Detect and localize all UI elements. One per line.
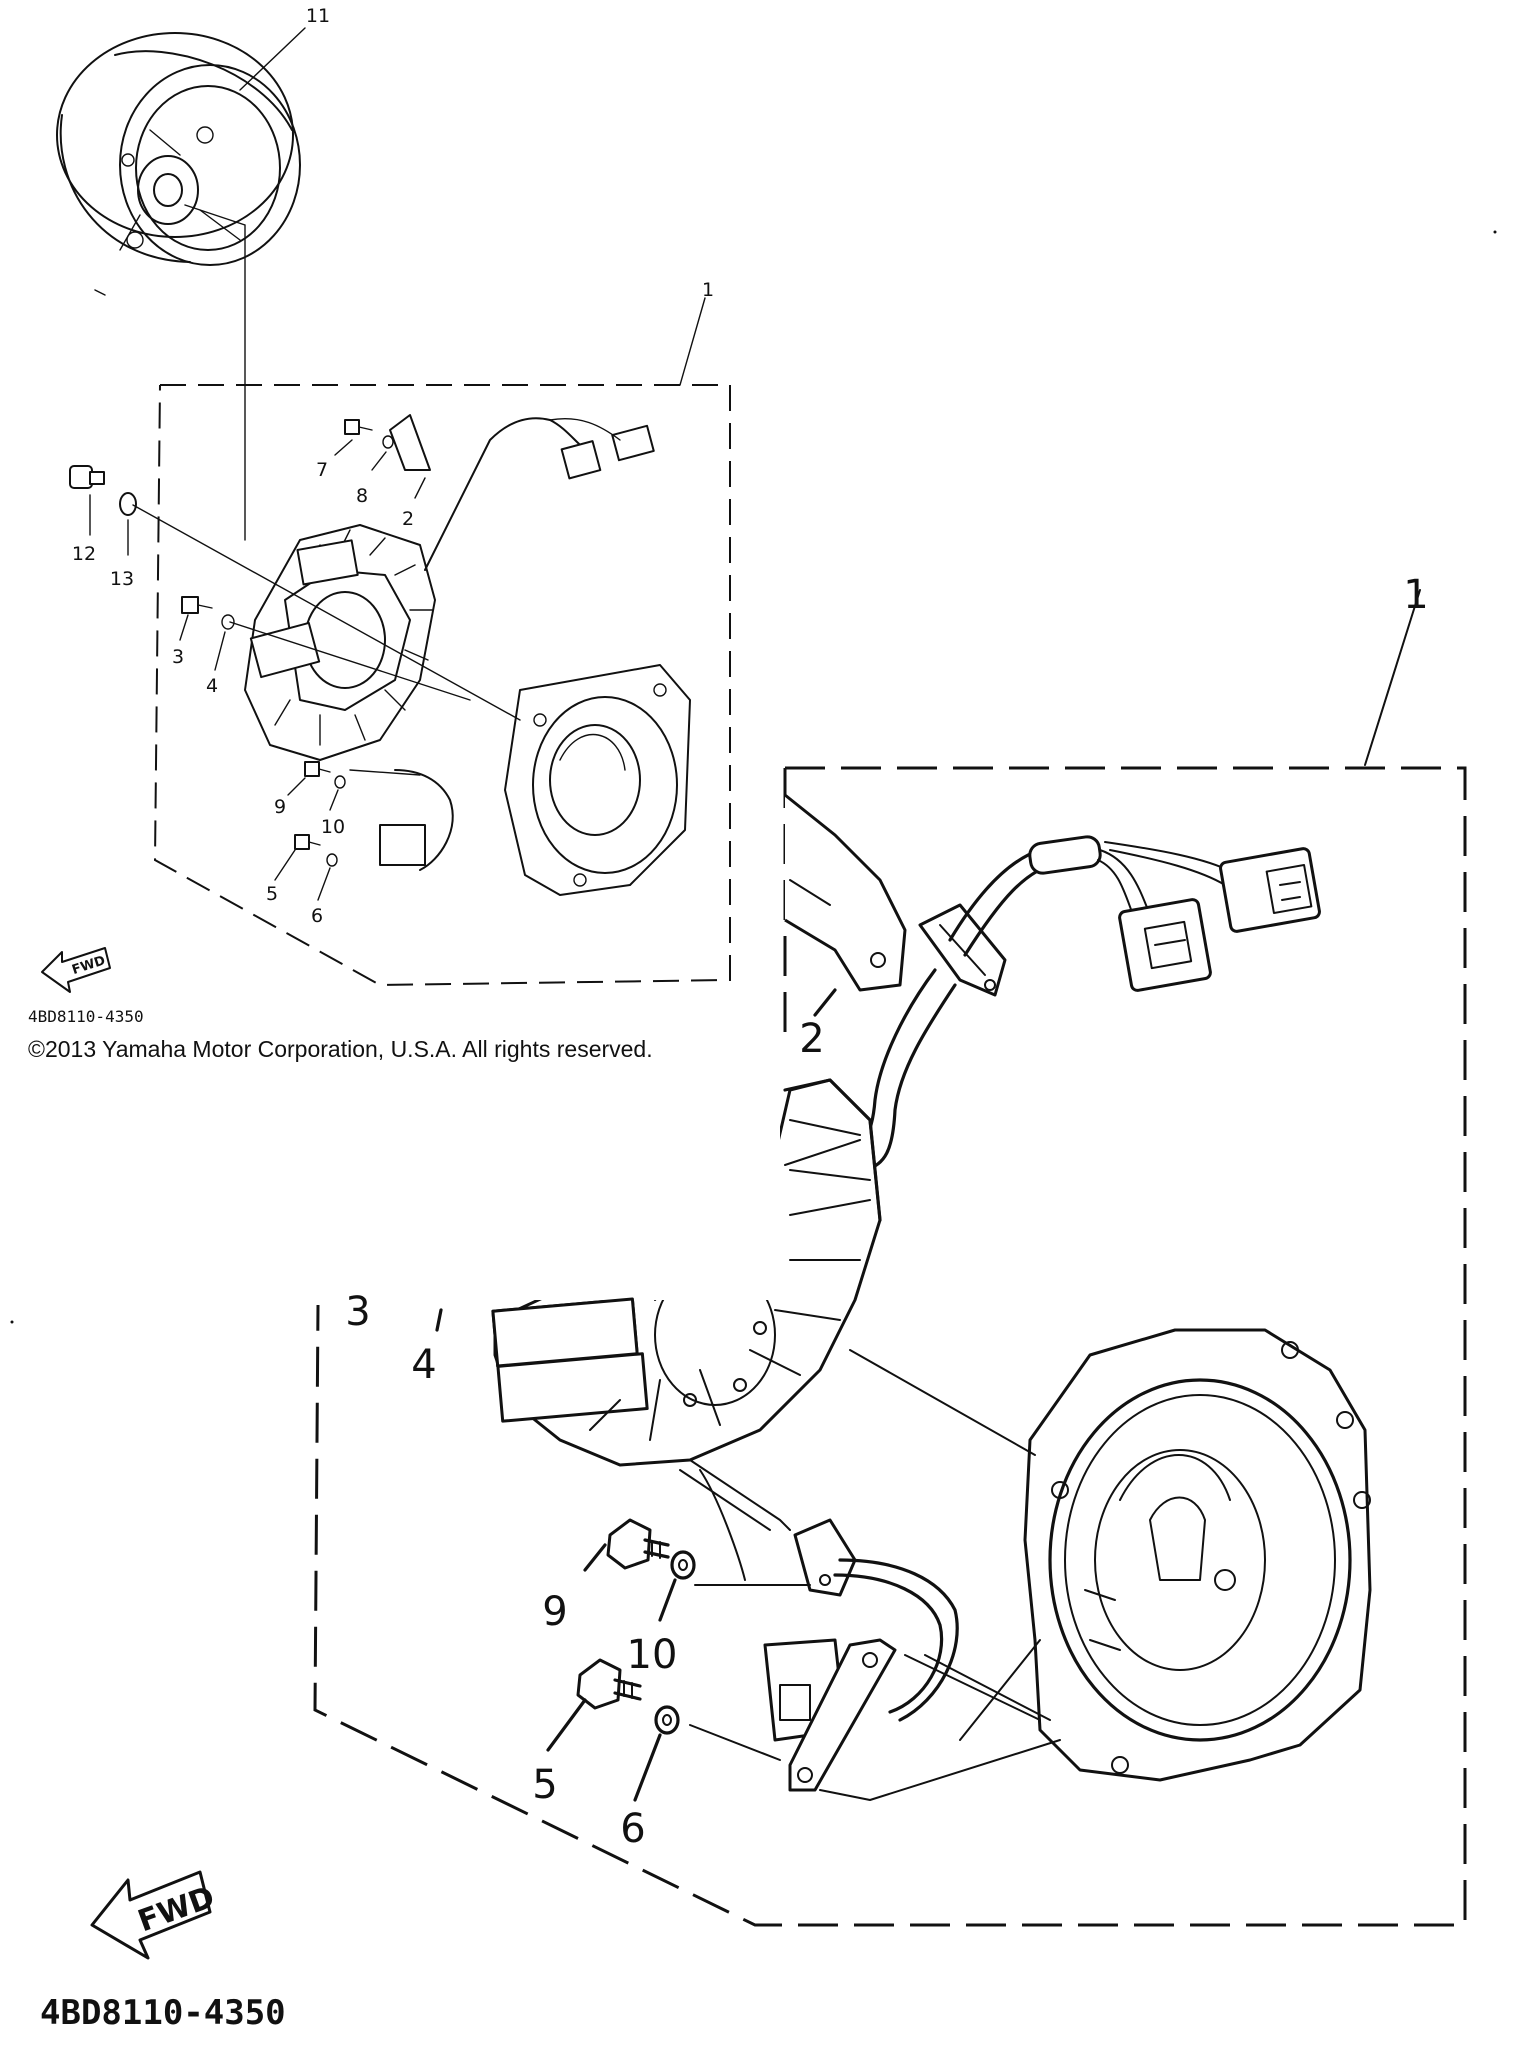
washer-8-small xyxy=(382,435,394,449)
drawing-code-large: 4BD8110-4350 xyxy=(40,1993,286,2033)
bolt-5-large xyxy=(576,1658,642,1710)
bolt-9-large xyxy=(606,1518,670,1570)
washer-10-small xyxy=(334,775,346,789)
washer-10-large xyxy=(670,1550,696,1580)
callout-6-small: 6 xyxy=(311,905,323,927)
callout-11-small: 11 xyxy=(306,5,330,27)
callout-8-small: 8 xyxy=(356,485,368,507)
callout-10-small: 10 xyxy=(321,816,345,838)
connector-b-large xyxy=(1219,847,1321,933)
callout-2-small: 2 xyxy=(402,508,414,530)
harness-clamp-large xyxy=(918,903,1007,997)
callout-7-small: 7 xyxy=(316,459,328,481)
washer-4-small xyxy=(221,614,235,630)
bracket-2-large xyxy=(784,793,907,992)
bolt-9-small xyxy=(304,761,331,777)
callout-5-small: 5 xyxy=(266,883,278,905)
washer-6-small xyxy=(326,853,338,867)
callout-1-large: 1 xyxy=(1403,572,1428,618)
small-diagram: 11 1 7 8 2 12 13 3 4 9 10 5 6 FWD 4BD811… xyxy=(28,5,731,1026)
callout-9-small: 9 xyxy=(274,796,286,818)
connector-a-large xyxy=(1118,898,1212,992)
flywheel-rotor xyxy=(56,32,301,296)
callout-3-large: 3 xyxy=(345,1289,370,1335)
callout-13-small: 13 xyxy=(110,568,134,590)
crankcase-cover-large xyxy=(1023,1328,1372,1782)
drawing-code-small: 4BD8110-4350 xyxy=(28,1007,144,1026)
large-diagram: 1 2 3 4 9 10 5 6 FWD 4BD8110-4350 xyxy=(40,572,1467,2033)
callout-9-large: 9 xyxy=(542,1589,567,1635)
callout-4-small: 4 xyxy=(206,675,218,697)
callout-1-small: 1 xyxy=(702,279,714,301)
pickup-coil-large xyxy=(763,1638,897,1792)
callout-6-large: 6 xyxy=(620,1806,645,1852)
bolt-5-small xyxy=(294,834,321,850)
callout-2-large: 2 xyxy=(799,1016,824,1062)
bolt-7-small xyxy=(344,419,373,435)
crankcase-cover-small xyxy=(504,664,691,896)
bolt-3-small xyxy=(181,596,213,614)
fwd-arrow-small-icon: FWD xyxy=(41,947,111,993)
copyright-notice: ©2013 Yamaha Motor Corporation, U.S.A. A… xyxy=(28,1036,653,1062)
callout-5-large: 5 xyxy=(532,1762,557,1808)
callout-3-small: 3 xyxy=(172,646,184,668)
stator-coil-small xyxy=(244,524,436,761)
callout-4-large: 4 xyxy=(411,1342,436,1388)
fwd-arrow-large-icon: FWD xyxy=(90,1870,219,1960)
washer-6-large xyxy=(654,1705,680,1735)
pickup-clamp-large xyxy=(793,1518,857,1597)
bolt-12-small xyxy=(69,465,105,489)
callout-10-large: 10 xyxy=(627,1632,678,1678)
washer-13-small xyxy=(119,492,137,516)
callout-12-small: 12 xyxy=(72,543,96,565)
